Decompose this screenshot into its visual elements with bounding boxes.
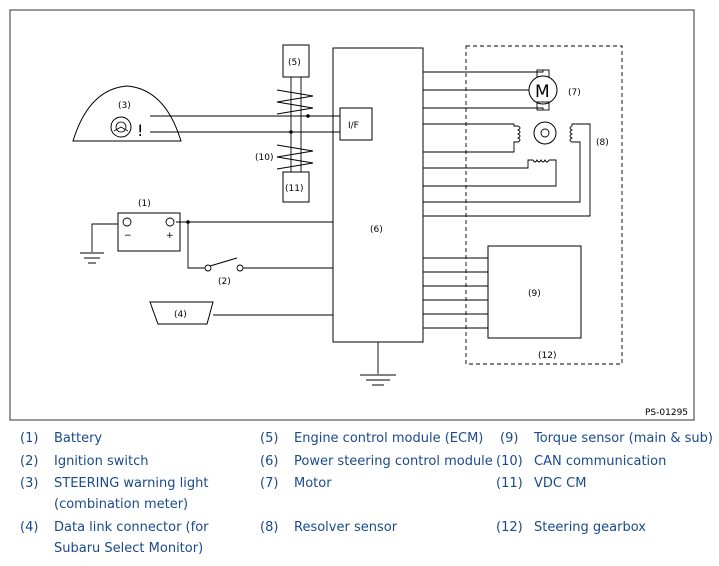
steering-wheel-icon: [110, 116, 132, 138]
label-battery: (1): [138, 199, 151, 209]
svg-text:(11): (11): [285, 184, 303, 194]
figure-code: PS-01295: [645, 408, 688, 418]
motor: M (7): [528, 69, 581, 111]
interface-box: I/F: [339, 107, 373, 141]
svg-text:(5): (5): [288, 58, 301, 68]
ignition-switch: (2): [187, 222, 333, 287]
vdc-cm-box: (11): [282, 171, 310, 203]
label-warning-light: (3): [118, 101, 131, 111]
steering-gearbox: (12): [465, 45, 623, 365]
svg-text:I/F: I/F: [348, 121, 359, 131]
label-can: (10): [255, 153, 273, 163]
can-twisted-pair-bottom: [276, 144, 314, 170]
svg-text:(6): (6): [370, 225, 383, 235]
power-steering-module: (6): [332, 47, 424, 343]
battery: − + (1): [117, 199, 181, 252]
steering-warning-light: ! (3): [72, 85, 182, 142]
torque-sensor: (9): [487, 245, 582, 339]
can-twisted-pair-top: [276, 89, 314, 115]
svg-text:+: +: [166, 231, 174, 241]
svg-text:M: M: [535, 82, 550, 102]
svg-text:(7): (7): [568, 88, 581, 98]
resolver-sensor: (8): [516, 121, 609, 163]
legend: (1)Battery (2)Ignition switch (3)STEERIN…: [20, 431, 713, 556]
svg-text:(2): (2): [218, 277, 231, 287]
svg-text:(4): (4): [174, 310, 187, 320]
warning-exclamation-icon: !: [137, 121, 143, 140]
svg-text:(12): (12): [538, 351, 556, 361]
svg-text:(9): (9): [528, 289, 541, 299]
data-link-connector: (4): [149, 301, 214, 325]
diagram-frame: [9, 9, 695, 421]
ecm-box: (5): [282, 44, 310, 78]
wiring-diagram: ! (3) (5) (11) (10) (6) I/F − + (1): [9, 9, 695, 421]
svg-text:(8): (8): [596, 138, 609, 148]
svg-text:−: −: [124, 231, 132, 241]
